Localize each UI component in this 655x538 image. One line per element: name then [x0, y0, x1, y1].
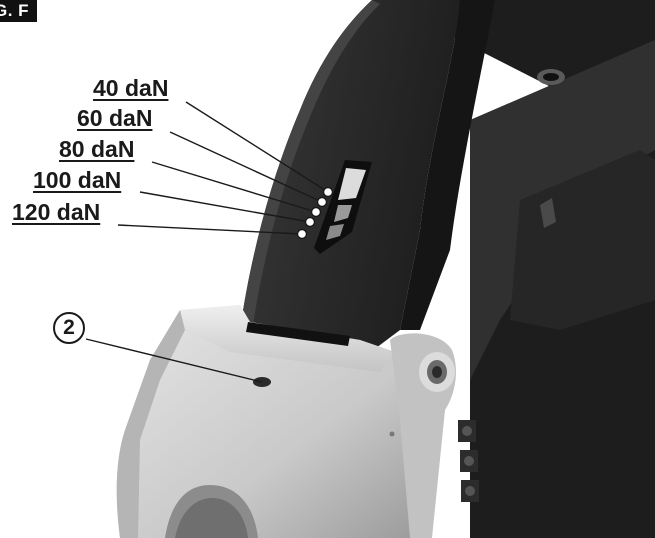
- load-label-80: 80 daN: [59, 136, 135, 162]
- marker-40: [322, 186, 334, 198]
- callout-2: 2: [53, 312, 85, 344]
- marker-120: [296, 228, 308, 240]
- marker-80: [310, 206, 322, 218]
- clamp-plate: [246, 322, 350, 346]
- leader-lines: [85, 101, 329, 383]
- indicator-markers: [296, 186, 334, 240]
- load-label-120: 120 daN: [12, 199, 101, 225]
- load-label-100: 100 daN: [33, 167, 122, 193]
- inner-recess: [510, 150, 655, 330]
- marker-60: [316, 196, 328, 208]
- figure-label-text: G. F: [0, 1, 30, 20]
- callout-number: 2: [63, 316, 75, 339]
- load-label-40: 40 daN: [93, 75, 169, 101]
- marker-100: [304, 216, 316, 228]
- load-label-60: 60 daN: [77, 105, 153, 131]
- indicator-window: [338, 168, 366, 200]
- figure-label: G. F: [0, 0, 38, 22]
- bracket-top-face: [180, 305, 395, 372]
